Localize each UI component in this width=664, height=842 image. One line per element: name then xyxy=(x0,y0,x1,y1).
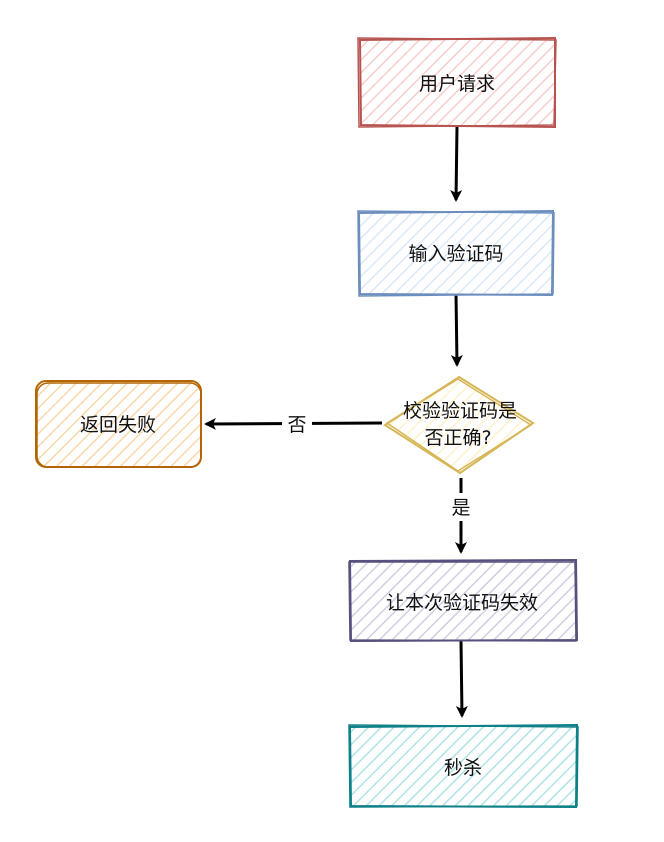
edge-invalidate-to-seckill xyxy=(455,640,468,718)
node-return-fail-label: 返回失败 xyxy=(80,414,156,436)
node-input-captcha: 输入验证码 xyxy=(357,209,555,297)
edge-input-to-check xyxy=(450,293,463,367)
node-user-request: 用户请求 xyxy=(357,36,557,129)
edge-request-to-input xyxy=(450,125,463,202)
node-check-captcha-label-line1: 校验验证码是 xyxy=(403,400,517,422)
node-invalidate-captcha-label: 让本次验证码失效 xyxy=(386,592,538,614)
edge-label-yes: 是 xyxy=(451,497,470,519)
edge-label-no-bg xyxy=(282,410,312,438)
node-invalidate-captcha: 让本次验证码失效 xyxy=(348,558,579,643)
node-return-fail: 返回失败 xyxy=(35,380,202,468)
node-input-captcha-label: 输入验证码 xyxy=(408,243,503,265)
edge-label-no: 否 xyxy=(287,414,306,436)
node-seckill-label: 秒杀 xyxy=(444,757,482,779)
node-check-captcha-label-line2: 否正确? xyxy=(424,427,491,449)
edge-label-yes-bg xyxy=(446,493,476,521)
node-seckill: 秒杀 xyxy=(348,723,579,809)
node-check-captcha: 校验验证码是 否正确? xyxy=(383,375,535,475)
edges: 否 是 xyxy=(204,125,476,718)
node-user-request-label: 用户请求 xyxy=(419,73,495,95)
